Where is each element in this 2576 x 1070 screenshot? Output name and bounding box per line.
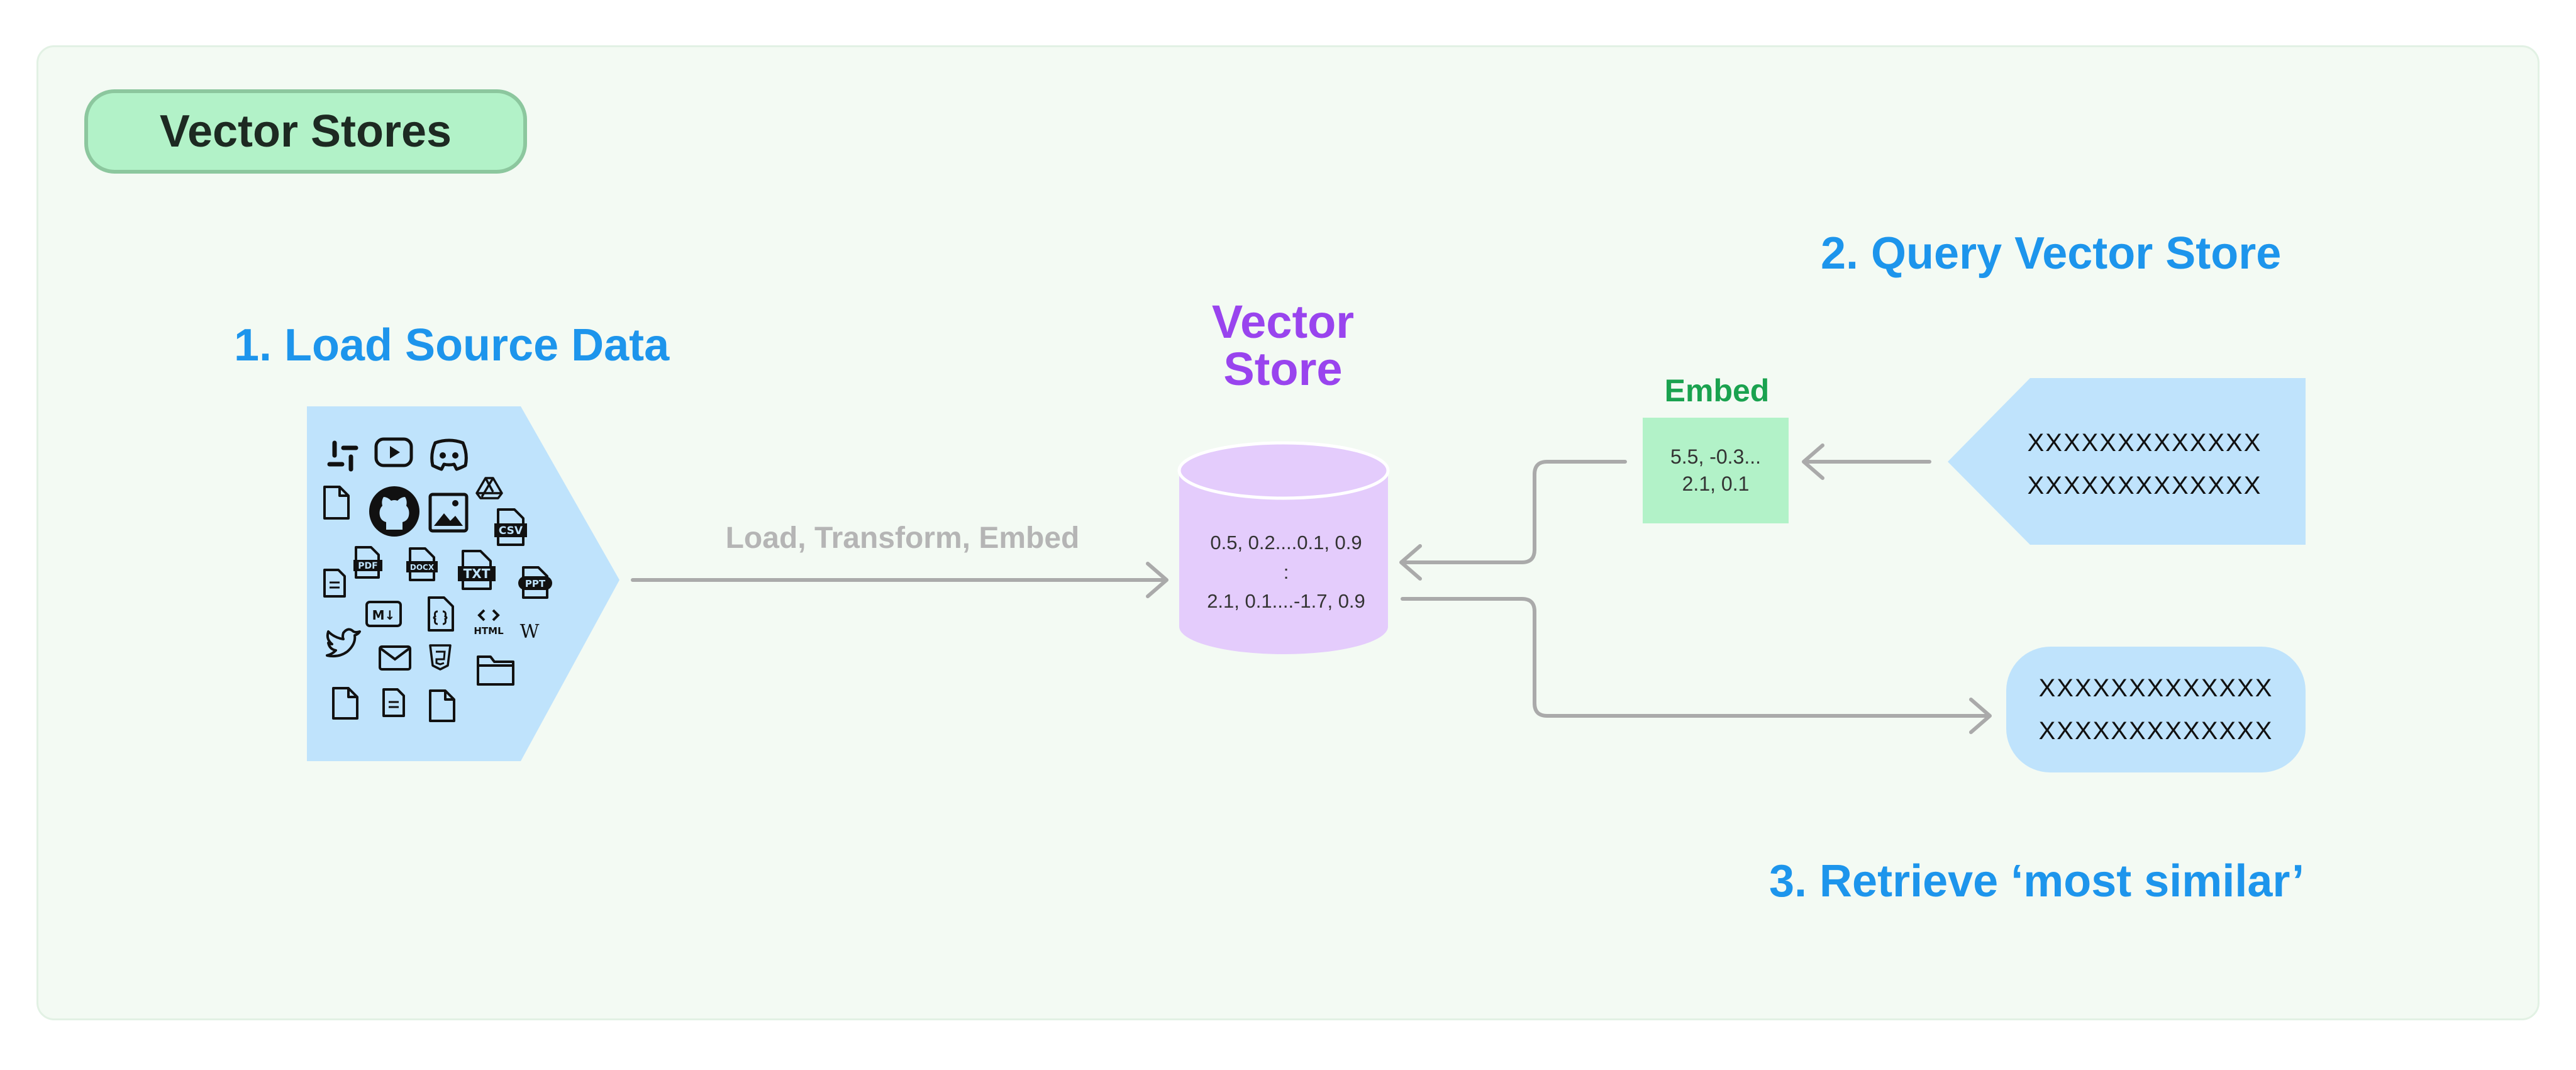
- google-drive-icon: [475, 477, 503, 499]
- html-icon: HTML: [474, 609, 504, 637]
- embed-row-2: 2.1, 0.1: [1682, 472, 1750, 495]
- embed-arrowhead: [1399, 544, 1422, 581]
- load-arrowhead: [1146, 562, 1169, 598]
- file-icon: [429, 689, 455, 722]
- css-icon: [429, 644, 452, 671]
- document-icon: [323, 569, 346, 598]
- folder-icon: [477, 655, 514, 686]
- vector-store-values: 0.5, 0.2....0.1, 0.9 : 2.1, 0.1....-1.7,…: [1182, 528, 1390, 616]
- txt-file-icon: TXT: [458, 550, 496, 590]
- vector-row-1: 0.5, 0.2....0.1, 0.9: [1210, 532, 1362, 554]
- query-line-1: XXXXXXXXXXXXX: [2027, 429, 2262, 457]
- wikipedia-label: W: [520, 621, 540, 643]
- slack-icon: [327, 440, 358, 472]
- mail-icon: [379, 645, 411, 671]
- file-icon: [323, 486, 350, 520]
- ppt-label: PPT: [525, 578, 546, 589]
- markdown-icon: M↓: [365, 601, 402, 627]
- retrieve-arrow-line: [1401, 597, 1989, 718]
- txt-label: TXT: [464, 566, 491, 581]
- docx-label: DOCX: [410, 563, 435, 572]
- query-text: XXXXXXXXXXXXX XXXXXXXXXXXXX: [2012, 421, 2277, 507]
- docx-file-icon: DOCX: [406, 547, 438, 581]
- file-icon: [332, 687, 358, 720]
- retrieve-arrowhead: [1969, 698, 1992, 734]
- html-label: HTML: [474, 625, 504, 637]
- query-arrowhead: [1802, 443, 1824, 480]
- result-line-2: XXXXXXXXXXXXX: [2038, 717, 2273, 745]
- embed-row-1: 5.5, -0.3...: [1670, 445, 1762, 468]
- markdown-label: M↓: [372, 608, 396, 623]
- result-line-1: XXXXXXXXXXXXX: [2038, 674, 2273, 702]
- load-transform-embed-label: Load, Transform, Embed: [725, 521, 1080, 555]
- vector-store-label: Vector Store: [1157, 298, 1409, 393]
- step-load-source-data: 1. Load Source Data: [234, 320, 670, 371]
- pdf-file-icon: PDF: [353, 546, 382, 579]
- vector-store-label-line1: Vector: [1211, 296, 1355, 348]
- json-file-icon: [428, 596, 454, 632]
- embed-label: Embed: [1664, 373, 1770, 408]
- youtube-icon: [374, 437, 413, 467]
- vector-row-separator: :: [1283, 560, 1289, 583]
- discord-icon: [430, 438, 468, 471]
- document-icon: [382, 688, 405, 717]
- vector-store-label-line2: Store: [1223, 343, 1343, 396]
- diagram-title: Vector Stores: [159, 106, 452, 157]
- step-query-vector-store: 2. Query Vector Store: [1821, 228, 2282, 279]
- twitter-icon: [326, 628, 361, 658]
- vector-store-cylinder: [1177, 441, 1390, 654]
- embed-box: 5.5, -0.3... 2.1, 0.1: [1643, 418, 1789, 523]
- title-badge: Vector Stores: [84, 89, 527, 174]
- pdf-label: PDF: [358, 561, 377, 571]
- csv-label: CSV: [499, 525, 523, 537]
- ppt-file-icon: PPT: [518, 566, 552, 599]
- vector-row-2: 2.1, 0.1....-1.7, 0.9: [1207, 590, 1365, 612]
- query-line-2: XXXXXXXXXXXXX: [2027, 472, 2262, 499]
- step-retrieve-most-similar: 3. Retrieve ‘most similar’: [1769, 856, 2305, 906]
- query-shape: [1948, 378, 2306, 545]
- result-box: XXXXXXXXXXXXX XXXXXXXXXXXXX: [2006, 647, 2306, 772]
- github-icon: [369, 486, 419, 537]
- embed-arrow-line: [1401, 460, 1627, 564]
- image-icon: [428, 493, 469, 533]
- csv-file-icon: CSV: [494, 508, 527, 546]
- wikipedia-icon: W: [520, 621, 540, 643]
